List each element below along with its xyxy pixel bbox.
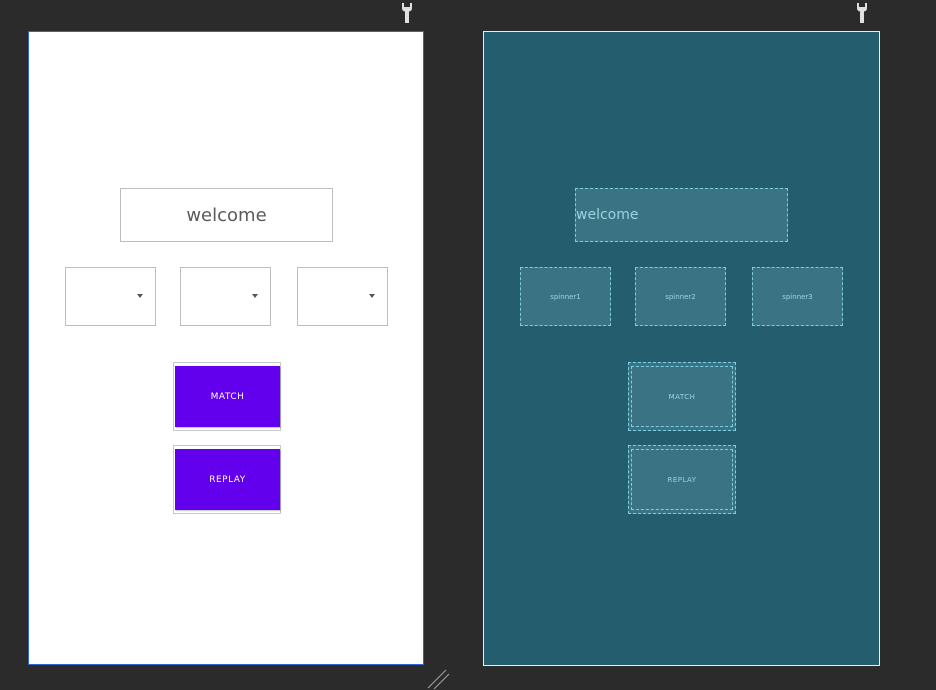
replay-button-blueprint-label: REPLAY — [631, 449, 733, 510]
dropdown-arrow-icon — [252, 294, 258, 298]
wrench-icon[interactable] — [855, 2, 869, 24]
spinner-3[interactable] — [297, 267, 388, 326]
spinner-3-blueprint[interactable]: spinner3 — [752, 267, 843, 326]
spinner-2-blueprint[interactable]: spinner2 — [635, 267, 726, 326]
welcome-textview[interactable]: welcome — [120, 188, 333, 242]
match-button[interactable]: MATCH — [175, 366, 280, 427]
resize-handle-icon[interactable] — [426, 668, 450, 690]
wrench-icon[interactable] — [400, 2, 414, 24]
replay-button-blueprint[interactable]: REPLAY — [628, 445, 736, 514]
spinner-1-blueprint[interactable]: spinner1 — [520, 267, 611, 326]
blueprint-surface: welcome spinner1 spinner2 spinner3 MATCH… — [483, 31, 880, 666]
replay-button[interactable]: REPLAY — [175, 449, 280, 510]
match-button-blueprint-label: MATCH — [631, 366, 733, 427]
spinner-1[interactable] — [65, 267, 156, 326]
design-surface: welcome MATCH REPLAY — [28, 31, 424, 665]
spinner-2[interactable] — [180, 267, 271, 326]
match-button-bounds: MATCH — [173, 362, 281, 431]
replay-button-bounds: REPLAY — [173, 445, 281, 514]
dropdown-arrow-icon — [137, 294, 143, 298]
welcome-textview-blueprint[interactable]: welcome — [575, 188, 788, 242]
dropdown-arrow-icon — [369, 294, 375, 298]
match-button-blueprint[interactable]: MATCH — [628, 362, 736, 431]
